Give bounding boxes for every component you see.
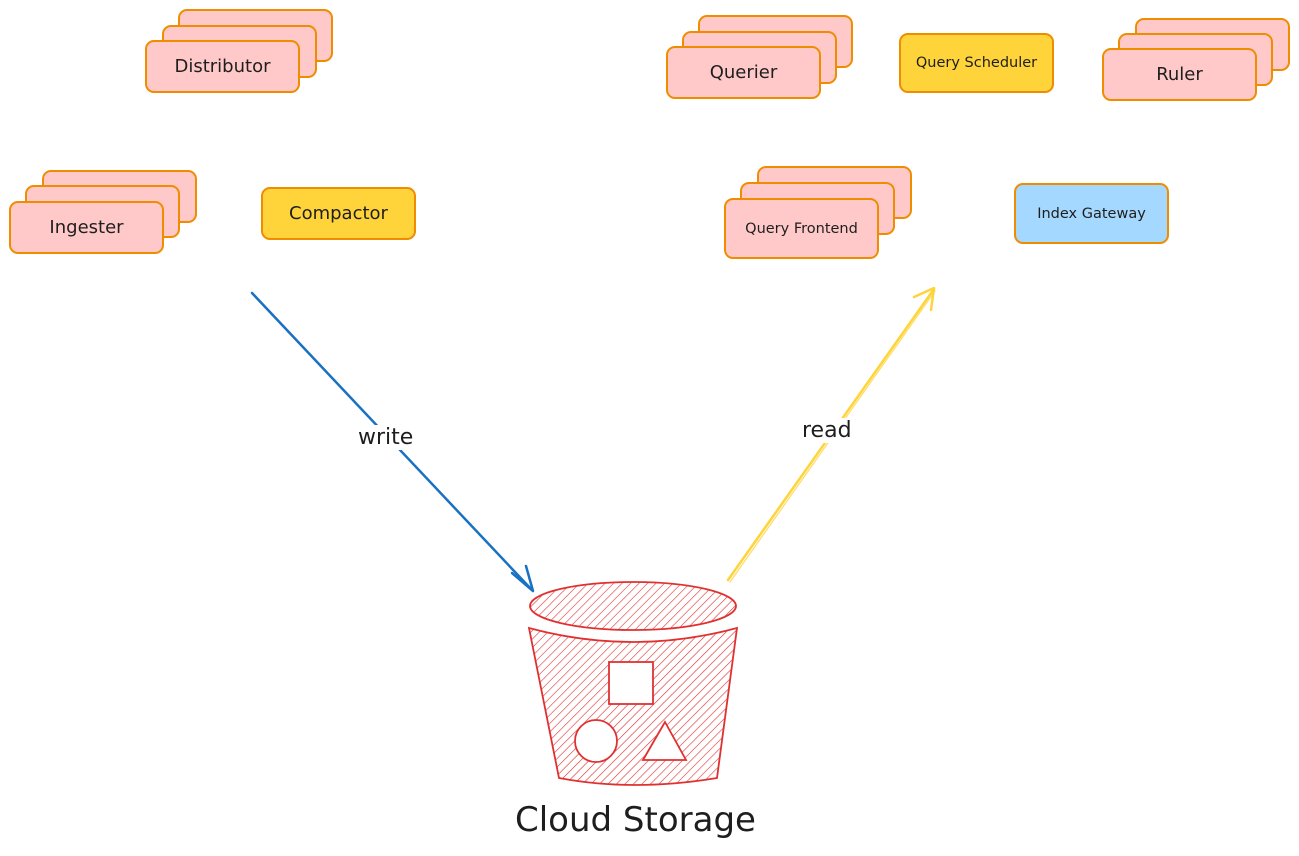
ruler-label: Ruler: [1156, 64, 1203, 85]
distributor-node[interactable]: Distributor: [145, 40, 300, 93]
cloud-storage-bucket-icon: [527, 581, 739, 786]
query-scheduler-node[interactable]: Query Scheduler: [899, 33, 1054, 93]
querier-label: Querier: [709, 62, 778, 83]
index-gateway-label: Index Gateway: [1037, 205, 1146, 222]
querier-node[interactable]: Querier: [666, 46, 821, 99]
read-label: read: [798, 418, 856, 443]
query-frontend-label: Query Frontend: [745, 220, 858, 237]
compactor-node[interactable]: Compactor: [261, 187, 416, 240]
query-scheduler-label: Query Scheduler: [915, 55, 1038, 71]
ingester-label: Ingester: [49, 217, 124, 238]
ingester-node[interactable]: Ingester: [9, 201, 164, 254]
query-frontend-node[interactable]: Query Frontend: [724, 198, 879, 259]
distributor-label: Distributor: [174, 56, 271, 77]
compactor-label: Compactor: [289, 203, 388, 224]
index-gateway-node[interactable]: Index Gateway: [1014, 183, 1169, 244]
write-label: write: [354, 425, 418, 450]
cloud-storage-label: Cloud Storage: [515, 800, 756, 840]
ruler-node[interactable]: Ruler: [1102, 48, 1257, 101]
